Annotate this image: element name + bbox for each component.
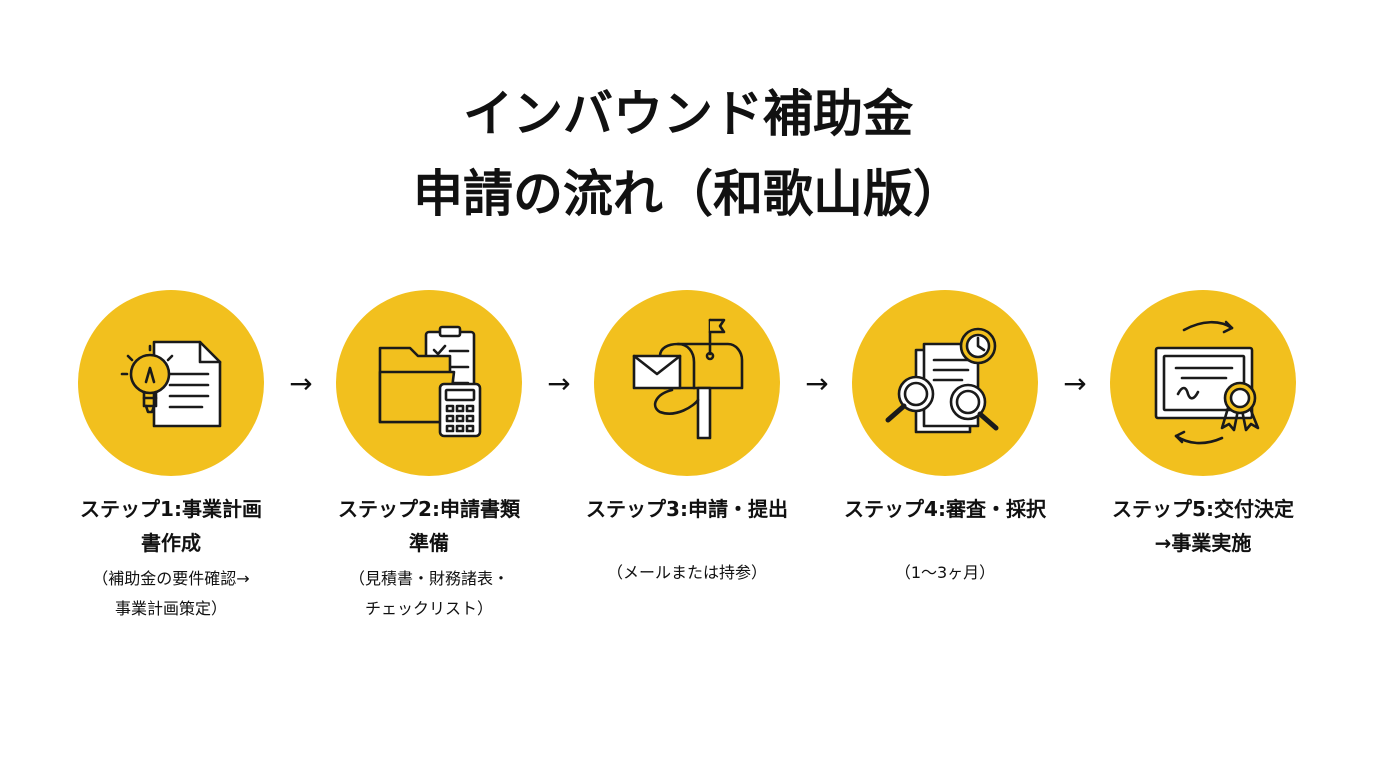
step-5-circle <box>1110 290 1296 476</box>
step-1-circle <box>78 290 264 476</box>
step-4-label: ステップ4:審査・採択 （1〜3ヶ月） <box>820 492 1070 588</box>
step-4-circle <box>852 290 1038 476</box>
magnifier-clock-icon <box>885 327 999 434</box>
step-4-title: ステップ4:審査・採択 <box>844 497 1046 521</box>
step-3-title: ステップ3:申請・提出 <box>586 497 788 521</box>
step-5-label: ステップ5:交付決定 →事業実施 <box>1078 492 1328 564</box>
step-3-subtitle: （メールまたは持参） <box>606 563 767 582</box>
step-4-subtitle: （1〜3ヶ月） <box>894 563 996 582</box>
arrow-icon-3: → <box>805 367 829 400</box>
folder-calculator-icon <box>378 325 482 438</box>
step-1-label: ステップ1:事業計画 書作成 （補助金の要件確認→ 事業計画策定） <box>46 492 296 624</box>
step-5-title: ステップ5:交付決定 →事業実施 <box>1112 497 1294 555</box>
step-3-label: ステップ3:申請・提出 （メールまたは持参） <box>562 492 812 588</box>
step-1-subtitle: （補助金の要件確認→ 事業計画策定） <box>92 569 250 618</box>
step-2-title: ステップ2:申請書類 準備 <box>338 497 520 555</box>
lightbulb-document-icon <box>120 340 222 428</box>
arrow-icon-1: → <box>289 367 313 400</box>
page-title: インバウンド補助金 申請の流れ（和歌山版） <box>0 74 1376 234</box>
step-2-circle <box>336 290 522 476</box>
title-line-2: 申請の流れ（和歌山版） <box>413 165 963 223</box>
step-3-circle <box>594 290 780 476</box>
certificate-award-icon <box>1154 320 1260 445</box>
step-2-label: ステップ2:申請書類 準備 （見積書・財務諸表・ チェックリスト） <box>304 492 554 624</box>
mailbox-envelope-icon <box>632 318 744 440</box>
title-line-1: インバウンド補助金 <box>463 85 913 143</box>
arrow-icon-4: → <box>1063 367 1087 400</box>
step-1-title: ステップ1:事業計画 書作成 <box>80 497 262 555</box>
step-2-subtitle: （見積書・財務諸表・ チェックリスト） <box>348 569 509 618</box>
arrow-icon-2: → <box>547 367 571 400</box>
